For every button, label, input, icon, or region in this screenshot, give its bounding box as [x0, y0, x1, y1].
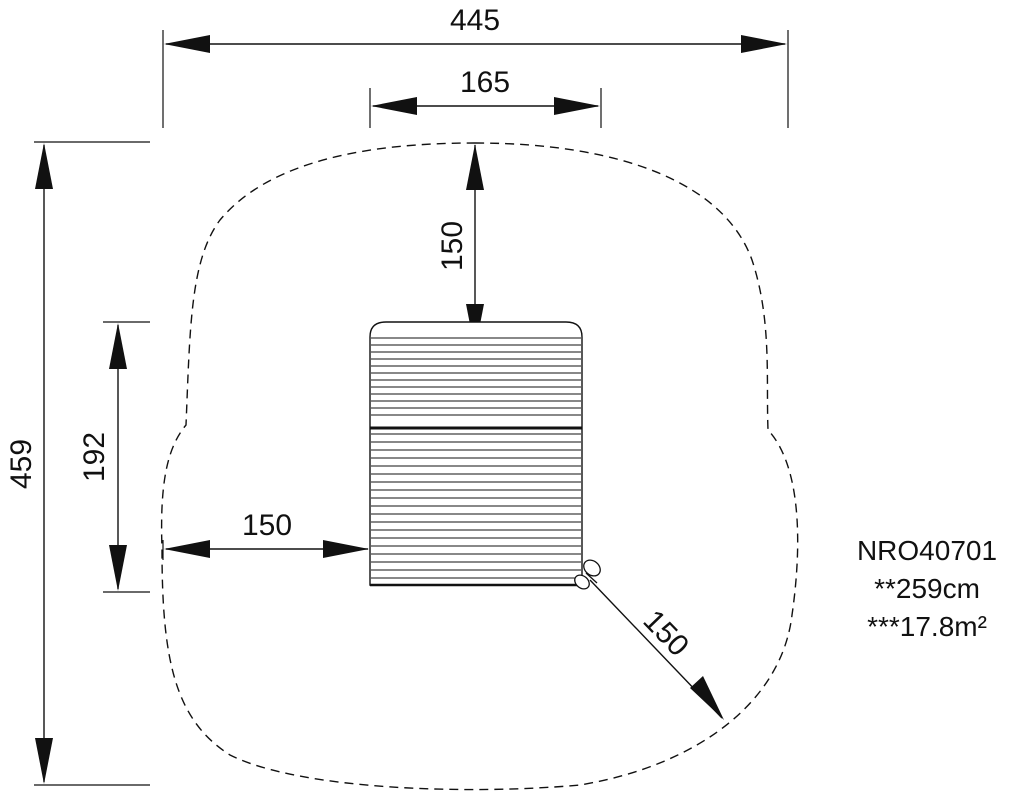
arrowheads: [35, 35, 787, 784]
extension-lines: [34, 30, 789, 786]
dim-top-clearance: 150: [436, 221, 469, 271]
product-area: ***17.8m²: [867, 611, 987, 642]
dim-item-width: 165: [460, 66, 510, 99]
dim-item-height: 192: [78, 432, 111, 482]
equipment-slats: [371, 337, 581, 579]
dim-total-height: 459: [5, 439, 38, 489]
corner-post: [574, 559, 601, 590]
equipment-plan: [369, 321, 601, 590]
dim-total-width: 445: [450, 4, 500, 37]
product-height: **259cm: [874, 573, 980, 604]
equipment-outline: [369, 321, 583, 586]
dim-corner-clearance: 150: [637, 604, 696, 663]
safety-zone-outline: [160, 142, 799, 791]
product-info: NRO40701 **259cm ***17.8m²: [832, 532, 1022, 646]
product-code: NRO40701: [856, 535, 998, 566]
dim-left-clearance: 150: [242, 509, 292, 542]
